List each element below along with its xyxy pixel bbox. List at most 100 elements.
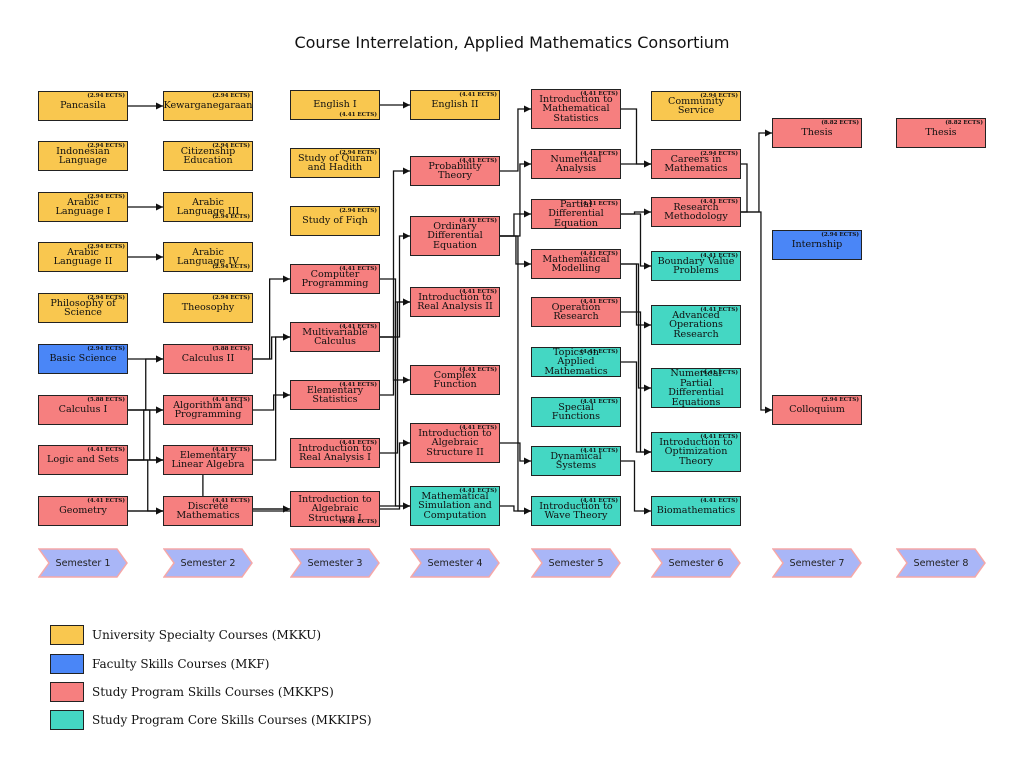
course-box-fiqh: (2.94 ECTS)Study of Fiqh [290, 206, 380, 236]
semester-chevron: Semester 8 [896, 548, 986, 578]
course-ects: (2.94 ECTS) [87, 93, 125, 99]
course-ects: (4.41 ECTS) [212, 397, 250, 403]
legend-label: University Specialty Courses (MKKU) [92, 628, 322, 642]
course-name: Introduction to Algebraic Structure II [418, 427, 492, 458]
course-box-eng1: (4.41 ECTS)English I [290, 90, 380, 120]
course-ects: (4.41 ECTS) [87, 498, 125, 504]
course-box-indo: (2.94 ECTS)Indonesian Language [38, 141, 128, 171]
arrow-mmod-to-npde [621, 263, 651, 392]
course-name: Theosophy [181, 302, 235, 314]
course-name: Partial Differential Equation [548, 198, 604, 229]
course-name: Elementary Statistics [306, 384, 364, 405]
course-name: Study of Fiqh [302, 215, 368, 227]
course-box-dyn: (4.41 ECTS)Dynamical Systems [531, 446, 621, 476]
course-name: Geometry [59, 505, 107, 517]
semester-label: Semester 3 [307, 557, 363, 569]
course-ects: (4.41 ECTS) [700, 253, 738, 259]
course-box-estat: (4.41 ECTS)Elementary Statistics [290, 380, 380, 410]
course-box-colloq: (2.94 ECTS)Colloquium [772, 395, 862, 425]
arrow-estat-to-prob [380, 167, 410, 396]
course-ects: (4.41 ECTS) [459, 289, 497, 295]
course-name: Citizenship Education [180, 145, 236, 166]
legend-item-mkkips: Study Program Core Skills Courses (MKKIP… [50, 709, 372, 731]
course-name: Advanced Operations Research [669, 309, 723, 340]
course-ects: (4.41 ECTS) [459, 218, 497, 224]
course-box-pancasila: (2.94 ECTS)Pancasila [38, 91, 128, 121]
course-box-geom: (4.41 ECTS)Geometry [38, 496, 128, 526]
course-box-calc1: (5.88 ECTS)Calculus I [38, 395, 128, 425]
semester-chevron: Semester 6 [651, 548, 741, 578]
course-name: Arabic Language III [176, 196, 240, 217]
course-name: Pancasila [60, 100, 106, 112]
course-name: Calculus II [181, 353, 235, 365]
arrow-mstat-to-careers [621, 108, 651, 168]
course-box-opres: (4.41 ECTS)Operation Research [531, 297, 621, 327]
course-ects: (5.88 ECTS) [212, 346, 250, 352]
course-ects: (4.41 ECTS) [339, 519, 377, 525]
course-box-msim: (4.41 ECTS)Mathematical Simulation and C… [410, 486, 500, 526]
course-box-npde: (4.41 ECTS)Numerical Partial Differentia… [651, 368, 741, 408]
legend-item-mkf: Faculty Skills Courses (MKF) [50, 653, 269, 675]
arrow-algo-to-estat [253, 391, 290, 411]
course-box-aor: (4.41 ECTS)Advanced Operations Research [651, 305, 741, 345]
course-name: Arabic Language IV [177, 246, 239, 267]
course-name: Kewarganegaraan [163, 100, 253, 112]
course-ects: (4.41 ECTS) [212, 498, 250, 504]
course-box-prob: (4.41 ECTS)Probability Theory [410, 156, 500, 186]
legend-swatch [50, 682, 84, 702]
course-name: Multivariable Calculus [302, 326, 368, 347]
course-name: Philosophy of Science [50, 297, 116, 318]
course-ects: (2.94 ECTS) [212, 143, 250, 149]
course-name: Probability Theory [428, 160, 482, 181]
course-name: Calculus I [58, 404, 108, 416]
course-name: Numerical Analysis [550, 153, 602, 174]
arrow-logic-to-algo [128, 406, 163, 461]
course-box-comp: (4.41 ECTS)Computer Programming [290, 264, 380, 294]
course-box-thesis8: (8.82 ECTS)Thesis [896, 118, 986, 148]
arrow-pde-to-research [621, 208, 651, 216]
course-ects: (2.94 ECTS) [339, 208, 377, 214]
course-name: Mathematical Modelling [542, 253, 610, 274]
chevron-shape [290, 548, 380, 578]
course-name: English I [313, 99, 357, 111]
course-box-mmod: (4.41 ECTS)Mathematical Modelling [531, 249, 621, 279]
semester-chevron: Semester 3 [290, 548, 380, 578]
semester-label: Semester 2 [180, 557, 236, 569]
course-ects: (4.41 ECTS) [459, 367, 497, 373]
legend-swatch [50, 625, 84, 645]
course-box-kewarga: (2.94 ECTS)Kewarganegaraan [163, 91, 253, 121]
course-box-ira2: (4.41 ECTS)Introduction to Real Analysis… [410, 287, 500, 317]
semester-label: Semester 6 [668, 557, 724, 569]
arrow-ias2-to-dyn [500, 442, 531, 465]
course-name: Introduction to Mathematical Statistics [539, 93, 613, 124]
course-ects: (4.41 ECTS) [580, 201, 618, 207]
course-ects: (4.41 ECTS) [339, 266, 377, 272]
course-ects: (4.41 ECTS) [459, 425, 497, 431]
course-ects: (8.82 ECTS) [821, 120, 859, 126]
arrow-calc1-to-calc2 [128, 355, 163, 411]
course-ects: (2.94 ECTS) [87, 295, 125, 301]
course-box-arab1: (2.94 ECTS)Arabic Language I [38, 192, 128, 222]
page-title: Course Interrelation, Applied Mathematic… [294, 33, 730, 52]
course-name: Operation Research [551, 301, 601, 322]
arrow-ode-to-mmod [500, 235, 531, 268]
arrow-ela-to-multi [253, 333, 290, 461]
course-box-pde: (4.41 ECTS)Partial Differential Equation [531, 199, 621, 229]
chevron-shape [896, 548, 986, 578]
course-name: Mathematical Simulation and Computation [418, 490, 492, 521]
arrow-ode-to-numan [500, 160, 531, 237]
course-ects: (4.41 ECTS) [580, 399, 618, 405]
course-ects: (4.41 ECTS) [87, 447, 125, 453]
course-name: English II [431, 99, 479, 111]
course-box-biomath: (4.41 ECTS)Biomathematics [651, 496, 741, 526]
arrow-topics-to-iopt [621, 361, 651, 456]
course-name: Introduction to Wave Theory [539, 500, 613, 521]
chevron-shape [38, 548, 128, 578]
arrow-calc1-to-ela [128, 409, 163, 464]
course-ects: (4.41 ECTS) [339, 324, 377, 330]
semester-label: Semester 8 [913, 557, 969, 569]
course-box-calc2: (5.88 ECTS)Calculus II [163, 344, 253, 374]
course-box-philo: (2.94 ECTS)Philosophy of Science [38, 293, 128, 323]
course-box-intern: (2.94 ECTS)Internship [772, 230, 862, 260]
arrow-comp-to-msim [380, 278, 410, 510]
